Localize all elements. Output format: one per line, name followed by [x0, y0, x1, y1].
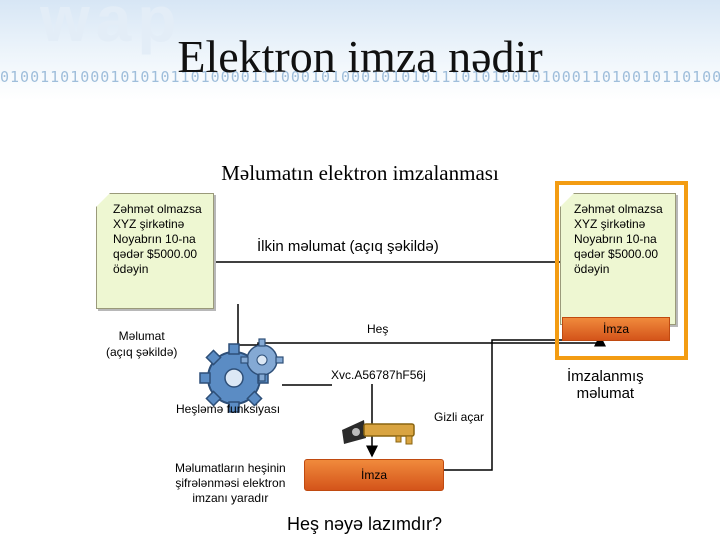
- diagram-subtitle: Məlumatın elektron imzalanması: [221, 161, 499, 185]
- right-note-fold: [560, 193, 574, 207]
- slide-title: Elektron imza nədir: [177, 31, 543, 82]
- hash-value: Xvc.A56787hF56j: [331, 368, 426, 382]
- right-note-text: Zəhmət olmazsa XYZ şirkətinə Noyabrın 10…: [574, 202, 663, 276]
- secret-key-label: Gizli açar: [434, 410, 485, 424]
- original-message-label: İlkin məlumat (açıq şəkildə): [257, 238, 439, 255]
- signature-to-bar-arrow: [444, 339, 606, 471]
- hash-label: Heş: [367, 322, 389, 336]
- header-watermark: wap: [40, 0, 183, 55]
- left-note-fold: [96, 193, 110, 207]
- header-background: [0, 0, 720, 100]
- left-note: [96, 193, 214, 309]
- signature-bar-label: İmza: [602, 322, 629, 336]
- signature-bar: İmza: [562, 317, 670, 341]
- hash-function-label: Heşləmə funksiyası: [176, 402, 281, 416]
- key-icon: [342, 420, 415, 445]
- signature-output-label: İmza: [360, 468, 387, 482]
- left-note-text: Zəhmət olmazsa XYZ şirkətinə Noyabrın 10…: [113, 202, 202, 276]
- gear-icon-small: [240, 338, 284, 382]
- signed-message-label: İmzalanmış məlumat: [567, 368, 644, 402]
- gear-icon-large: [199, 343, 269, 413]
- question-text: Heş nəyə lazımdır?: [287, 514, 443, 534]
- signature-output: İmza: [304, 459, 444, 491]
- signed-message-highlight-frame: [555, 181, 688, 360]
- header-binary-strip: 0100110100010101011010000111000101000101…: [0, 68, 720, 86]
- plain-message-label: Məlumat (açıq şəkildə): [106, 329, 178, 359]
- encryption-note: Məlumatların heşinin şifrələnməsi elektr…: [175, 461, 286, 505]
